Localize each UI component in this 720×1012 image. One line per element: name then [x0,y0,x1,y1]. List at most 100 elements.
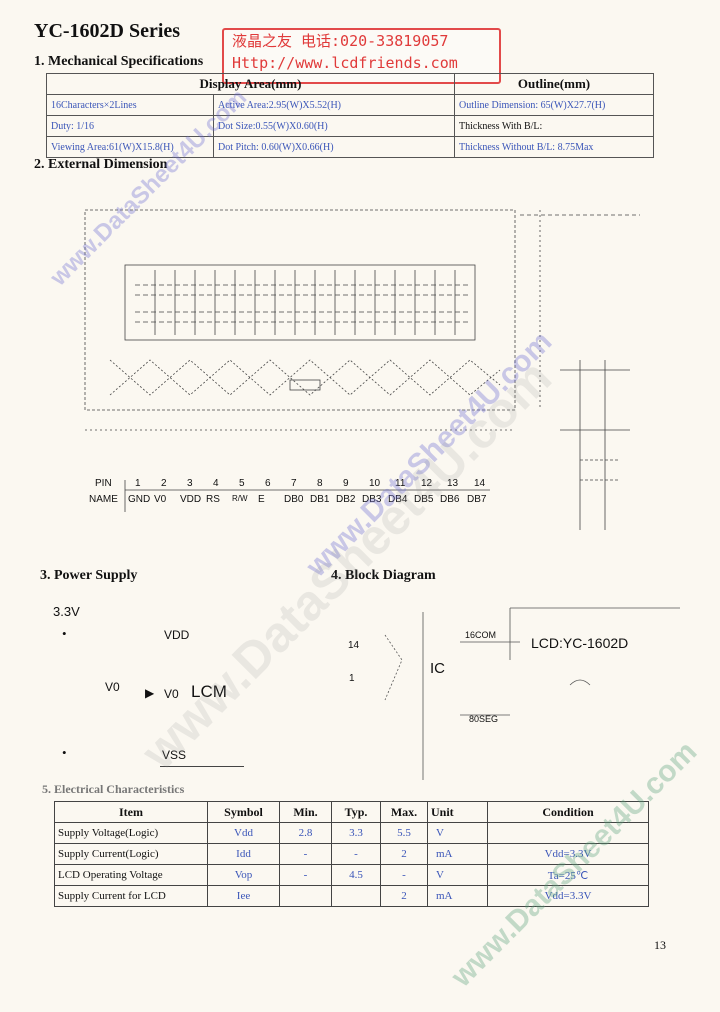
pin-number: 5 [239,478,245,489]
table-row: Supply Current(Logic) Idd - - 2 mA Vdd=3… [54,843,649,865]
block-diagram-heading: 4. Block Diagram [331,568,436,583]
column-header: Max. [380,801,428,823]
table-cell: Vop [207,864,280,886]
v0-right-label: V0 [164,687,179,701]
pin-name: V0 [154,494,167,505]
table-cell: Supply Current for LCD [54,885,208,907]
mechanical-spec-table: Display Area(mm) Outline(mm) 16Character… [46,73,654,158]
table-cell: - [279,843,332,865]
power-voltage: 3.3V [53,604,80,619]
pin-name: GND [128,494,151,505]
table-cell: 3.3 [331,822,381,844]
spec-cell: 16Characters×2Lines [46,94,214,116]
table-cell: LCD Operating Voltage [54,864,208,886]
pin-number: 11 [395,478,406,489]
name-label: NAME [89,494,118,505]
table-cell: Idd [207,843,280,865]
pin-name: R/W [232,494,248,503]
pin-name: DB0 [284,494,304,505]
pin-name: RS [206,494,220,505]
stamp-phone: 液晶之友 电话:020-33819057 [232,32,449,50]
bullet-icon: • [62,745,67,760]
table-cell: Vdd=3.3V [487,885,649,907]
table-cell: 2.8 [279,822,332,844]
table-cell: Ta=25℃ [487,864,649,886]
pin-name: DB1 [310,494,330,505]
page-number: 13 [654,938,666,952]
pin-14-label: 14 [348,640,360,651]
spec-cell: Thickness Without B/L: 8.75Max [454,136,654,158]
column-header: Unit [427,801,488,823]
page-title: YC-1602D Series [34,20,181,42]
vss-label: VSS [162,748,187,762]
pin-number: 2 [161,478,167,489]
pin-name: DB3 [362,494,382,505]
pin-number: 6 [265,478,271,489]
mechanical-heading: 1. Mechanical Specifications [34,54,204,69]
outline-header: Outline(mm) [454,73,654,95]
table-cell: Iee [207,885,280,907]
dimension-drawing [84,209,640,530]
spec-cell: Thickness With B/L: [454,115,654,137]
spec-cell: Dot Size:0.55(W)X0.60(H) [213,115,455,137]
lcd-model-label: LCD:YC-1602D [531,635,629,651]
table-cell: 4.5 [331,864,381,886]
pin-number: 8 [317,478,323,489]
electrical-table: Item Symbol Min. Typ. Max. Unit Conditio… [54,801,649,907]
pin-number: 3 [187,478,193,489]
pin-number: 9 [343,478,349,489]
table-row: Supply Current for LCD Iee 2 mA Vdd=3.3V [54,885,649,907]
table-row: Supply Voltage(Logic) Vdd 2.8 3.3 5.5 V [54,822,649,844]
external-dimension-heading: 2. External Dimension [34,157,168,172]
pin-name: DB7 [467,494,487,505]
arrow-right-icon: ▶ [145,686,155,700]
table-row: LCD Operating Voltage Vop - 4.5 - V Ta=2… [54,864,649,886]
table-cell [279,885,332,907]
pin-name: DB4 [388,494,408,505]
table-cell: Supply Current(Logic) [54,843,208,865]
column-header: Condition [487,801,649,823]
table-header-row: Item Symbol Min. Typ. Max. Unit Conditio… [54,801,649,823]
block-diagram-lines [384,607,680,780]
spec-cell: Dot Pitch: 0.60(W)X0.66(H) [213,136,455,158]
pin-name: E [258,494,265,505]
pin-number: 10 [369,478,381,489]
table-cell: - [380,864,428,886]
pin-number: 13 [447,478,459,489]
pin-number: 4 [213,478,219,489]
pin-number: 14 [474,478,486,489]
table-row: Viewing Area:61(W)X15.8(H) Dot Pitch: 0.… [46,136,654,158]
column-header: Item [54,801,208,823]
pin-name: VDD [180,494,202,505]
com-label: 16COM [465,630,497,640]
pin-name: DB6 [440,494,460,505]
table-cell: 5.5 [380,822,428,844]
table-cell [331,885,381,907]
pin-label: PIN [95,478,112,489]
lcm-label: LCM [191,682,227,701]
pin-name: DB2 [336,494,356,505]
column-header: Min. [279,801,332,823]
table-cell: mA [427,843,488,865]
seg-label: 80SEG [469,714,499,724]
v0-left-label: V0 [105,680,120,694]
table-cell: V [427,822,488,844]
vdd-label: VDD [164,628,190,642]
pin-number: 1 [135,478,141,489]
table-cell: - [331,843,381,865]
table-cell: V [427,864,488,886]
electrical-heading: 5. Electrical Characteristics [42,782,185,796]
display-area-header: Display Area(mm) [46,73,455,95]
column-header: Typ. [331,801,381,823]
pin-number: 7 [291,478,297,489]
table-row: Duty: 1/16 Dot Size:0.55(W)X0.60(H) Thic… [46,115,654,137]
table-cell: - [279,864,332,886]
ic-label: IC [430,660,445,677]
table-cell: Supply Voltage(Logic) [54,822,208,844]
stamp-url[interactable]: Http://www.lcdfriends.com [232,54,458,72]
vss-line [160,766,244,767]
pin-number: 12 [421,478,433,489]
pin-1-label: 1 [349,673,355,684]
pin-name: DB5 [414,494,434,505]
table-cell: 2 [380,885,428,907]
